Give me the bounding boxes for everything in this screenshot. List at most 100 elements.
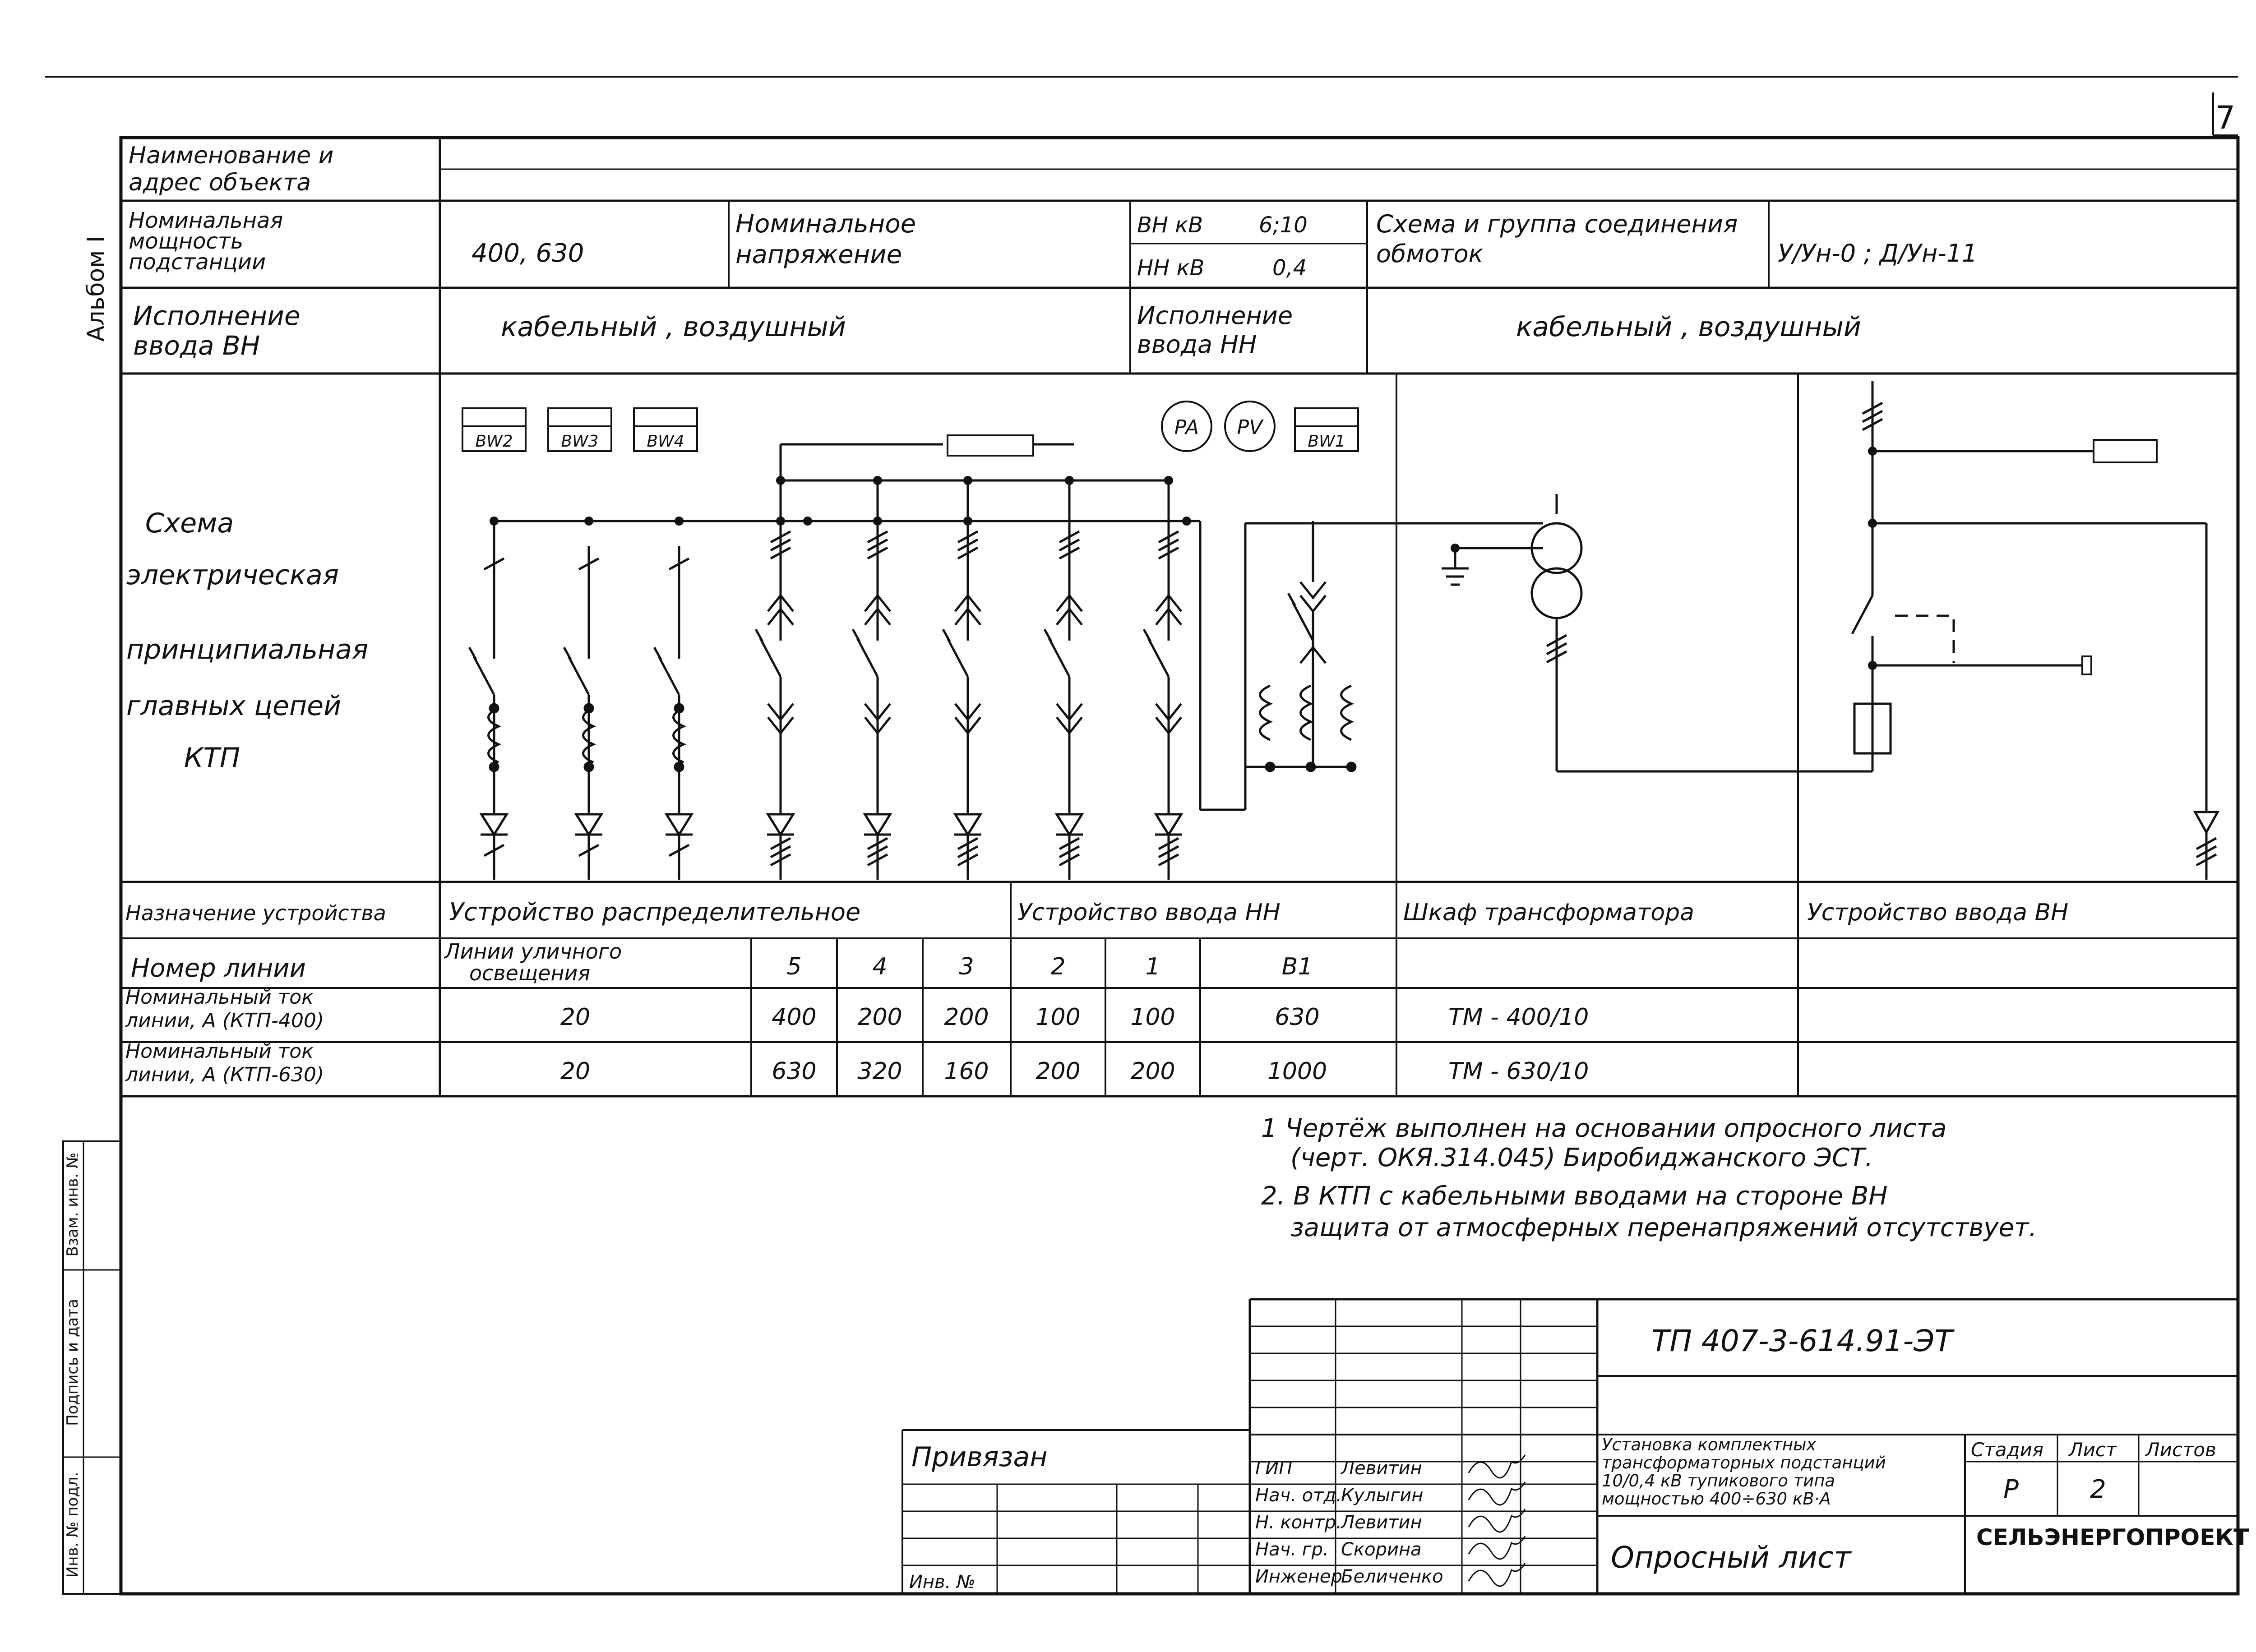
- signature-mark: [1468, 1563, 1526, 1587]
- voltage-label: Номинальное напряжение: [735, 209, 924, 269]
- line-current-cell: 1000: [1267, 1058, 1327, 1085]
- line-current-cell: 630: [772, 1058, 816, 1085]
- doc-code: ТП 407-3-614.91-ЭТ: [1651, 1324, 1955, 1358]
- transformer-type: ТМ - 630/10: [1448, 1058, 1589, 1085]
- signatory-name: Кулыгин: [1341, 1485, 1423, 1506]
- transformer-type: ТМ - 400/10: [1448, 1004, 1589, 1031]
- meter-bw2: BW2: [475, 432, 513, 451]
- signatory-name: Левитин: [1340, 1458, 1422, 1479]
- sheet-value: 2: [2090, 1475, 2106, 1504]
- nn-kv-value: 0,4: [1272, 255, 1307, 281]
- winding-label: Схема и группа соединения обмоток: [1376, 210, 1746, 268]
- line-current-cell: 200: [857, 1004, 902, 1031]
- album-label: Альбом I: [83, 236, 110, 341]
- note-line: 2. В КТП с кабельными вводами на стороне…: [1261, 1181, 1887, 1211]
- purpose-label: Назначение устройства: [125, 901, 386, 925]
- note-line: (черт. ОКЯ.314.045) Биробиджанского ЭСТ.: [1290, 1143, 1873, 1172]
- role-label: Нач. отд.: [1255, 1485, 1342, 1506]
- scheme-title-line: электрическая: [126, 559, 339, 591]
- meter-bw4: BW4: [647, 432, 684, 451]
- scheme-title-line: главных цепей: [126, 690, 341, 722]
- role-label: Н. контр.: [1255, 1512, 1342, 1533]
- line-current-cell: 100: [1036, 1004, 1080, 1031]
- stamp-signature-date: Подпись и дата: [64, 1299, 82, 1426]
- section-distribution: Устройство распределительное: [449, 898, 860, 926]
- vn-kv-label: ВН кВ: [1137, 212, 1203, 238]
- line-current-cell: 100: [1130, 1004, 1175, 1031]
- line-number-cell: 1: [1145, 953, 1160, 980]
- line-number-cell: 5: [786, 953, 801, 980]
- signature-mark: [1468, 1454, 1526, 1479]
- street-lighting-current: 20: [560, 1004, 590, 1031]
- stage-label: Стадия: [1971, 1439, 2043, 1461]
- line-current-cell: 320: [857, 1058, 902, 1085]
- table-values: 20 400 200 200 100 100 630 ТМ - 400/10 20 630 320 1…: [560, 1004, 1589, 1085]
- line-number-cell: 2: [1050, 953, 1065, 980]
- signature-mark: [1468, 1536, 1526, 1560]
- meter-pv: PV: [1237, 416, 1264, 439]
- stamp-vzam-inv: Взам. инв. №: [64, 1153, 82, 1257]
- sheet-label: Лист: [2068, 1439, 2117, 1461]
- role-label: Нач. гр.: [1255, 1539, 1329, 1560]
- meter-bw3: BW3: [561, 432, 598, 451]
- notes: 1 Чертёж выполнен на основании опросного…: [1261, 1114, 2037, 1242]
- row2-label: Номинальный ток линии, А (КТП-630): [125, 1040, 324, 1086]
- scheme-title-line: Схема: [145, 508, 234, 539]
- sheets-label: Листов: [2145, 1439, 2216, 1461]
- winding-value: У/Ун-0 ; Д/Ун-11: [1778, 239, 1977, 268]
- nn-kv-label: НН кВ: [1137, 255, 1204, 281]
- meter-boxes: [462, 401, 2158, 675]
- section-vn-input: Устройство ввода ВН: [1807, 899, 2068, 926]
- signature-mark: [1468, 1481, 1526, 1506]
- project-description: Установка комплектных трансформаторных п…: [1602, 1435, 1891, 1509]
- vn-input-value: кабельный , воздушный: [501, 311, 846, 343]
- line-number-cell: 4: [872, 953, 887, 980]
- signature-marks: [1468, 1454, 1526, 1587]
- electrical-scheme: [490, 381, 2220, 880]
- section-nn-input: Устройство ввода НН: [1017, 899, 1281, 926]
- role-label: Инженер: [1255, 1566, 1342, 1587]
- page-number: 7: [2215, 99, 2236, 136]
- scheme-title-line: КТП: [184, 742, 240, 774]
- section-transformer: Шкаф трансформатора: [1403, 899, 1694, 926]
- vn-input-label: Исполнение ввода ВН: [133, 300, 309, 361]
- signatory-name: Левитин: [1340, 1512, 1422, 1533]
- note-line: защита от атмосферных перенапряжений отс…: [1290, 1213, 2037, 1242]
- signatory-name: Скорина: [1341, 1539, 1422, 1560]
- object-name-label: Наименование и адрес объекта: [129, 142, 341, 196]
- stage-value: Р: [2003, 1475, 2019, 1504]
- signature-mark: [1468, 1509, 1526, 1533]
- role-label: ГИП: [1255, 1458, 1292, 1479]
- power-value: 400, 630: [472, 239, 584, 268]
- line-number-cell: В1: [1282, 953, 1313, 980]
- power-label: Номинальная мощность подстанции: [129, 208, 290, 275]
- scheme-title: Схема электрическая принципиальная главных …: [126, 508, 368, 774]
- line-current-cell: 160: [944, 1058, 989, 1085]
- signatory-name: Беличенко: [1341, 1566, 1443, 1587]
- nn-input-label: Исполнение ввода НН: [1137, 301, 1300, 359]
- line-number-label: Номер линии: [131, 954, 306, 983]
- inv-label: Инв. №: [909, 1572, 975, 1592]
- privyazan-label: Привязан: [911, 1441, 1048, 1473]
- sheet-text: 7 Альбом I Наименование и адрес объекта …: [64, 99, 2249, 1592]
- line-current-cell: 400: [772, 1004, 816, 1031]
- sheet-name: Опросный лист: [1611, 1540, 1852, 1575]
- street-lighting-current: 20: [560, 1058, 590, 1085]
- line-current-cell: 200: [944, 1004, 989, 1031]
- line-numbers: 5 4 3 2 1 В1: [786, 953, 1313, 980]
- meter-bw1: BW1: [1308, 432, 1345, 451]
- line-current-cell: 200: [1130, 1058, 1175, 1085]
- org-name: СЕЛЬЭНЕРГОПРОЕКТ: [1976, 1524, 2249, 1550]
- line-current-cell: 630: [1275, 1004, 1319, 1031]
- note-line: 1 Чертёж выполнен на основании опросного…: [1261, 1114, 1946, 1143]
- scheme-title-line: принципиальная: [126, 634, 368, 665]
- line-number-cell: 3: [959, 953, 974, 980]
- meter-pa: PA: [1174, 416, 1199, 439]
- line-current-cell: 200: [1036, 1058, 1080, 1085]
- vn-kv-value: 6;10: [1259, 212, 1308, 238]
- stamp-inv-podl: Инв. № подл.: [64, 1472, 82, 1578]
- row1-label: Номинальный ток линии, А (КТП-400): [125, 986, 324, 1032]
- street-lighting-label: Линии уличного освещения: [444, 939, 629, 985]
